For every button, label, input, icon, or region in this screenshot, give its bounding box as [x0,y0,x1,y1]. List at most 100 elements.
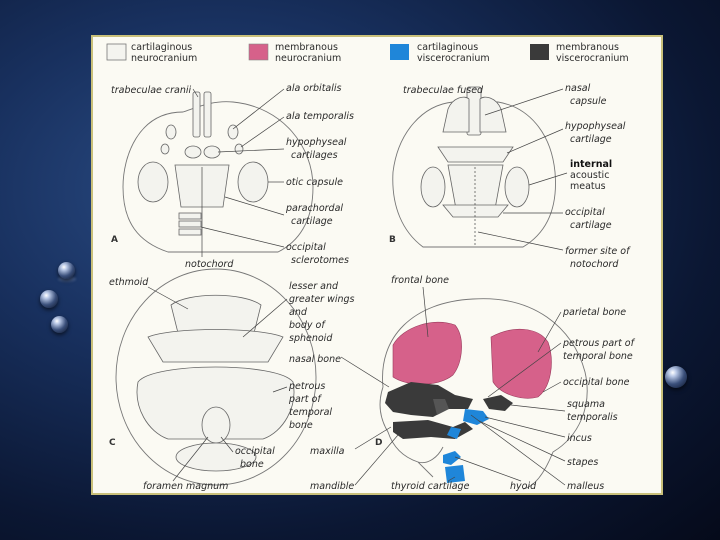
label-petrous-part: petrous part of [562,338,636,349]
label-sphenoid: body of [289,320,326,331]
label-squama-temporalis: temporalis [567,412,618,423]
label-parachordal: cartilage [291,216,333,227]
label-internal-acoustic-meatus: internal [570,159,612,170]
hypophyseal-cartilage [438,147,513,162]
label-foramen-magnum: foramen magnum [143,481,228,492]
label-petrous: bone [289,420,313,431]
legend-swatch-membranous-neurocranium [249,44,268,60]
label-former-notochord: notochord [570,259,619,270]
panel-b: B trabeculae fused nasal capsule hypophy… [389,83,631,270]
leader-line [479,421,565,461]
panel-letter: D [375,438,382,448]
leader-line [507,129,563,153]
label-petrous-part: temporal bone [563,351,633,362]
figure-slide: cartilaginous neurocranium membranous ne… [91,35,663,495]
bullet-orb [665,366,687,388]
squama-temporalis [483,395,513,411]
label-otic-capsule: otic capsule [286,177,343,188]
leader-line [201,227,284,247]
legend: cartilaginous neurocranium membranous ne… [107,42,629,64]
legend-label: cartilaginous [131,42,192,53]
panel-c: C ethmoid lesser and greater wings and b… [109,269,355,492]
label-nasal-capsule: capsule [570,96,607,107]
legend-label: membranous [556,42,619,53]
label-occipital-sclerotomes: occipital [286,242,326,253]
leader-line [455,457,521,481]
label-occipital-sclerotomes: sclerotomes [291,255,349,266]
otic-region [421,167,445,207]
legend-label: cartilaginous [417,42,478,53]
ala-orbitalis [228,125,238,139]
leader-line [529,173,567,185]
occipital-sclerotome [179,213,201,219]
maxilla-membranous [385,382,473,417]
label-petrous: part of [288,394,322,405]
label-hypophyseal: cartilages [291,150,338,161]
label-ethmoid: ethmoid [109,277,149,288]
label-petrous: temporal [289,407,332,418]
leader-line [355,427,391,449]
label-notochord: notochord [185,259,234,270]
basal-plate [448,165,503,209]
legend-label: viscerocranium [556,53,629,64]
label-parachordal: parachordal [285,203,343,214]
leader-line [218,149,284,152]
label-occipital-bone: occipital bone [563,377,630,388]
label-ala-orbitalis: ala orbitalis [286,83,342,94]
label-occipital-bone: occipital [235,446,275,457]
legend-swatch-cartilaginous-viscerocranium [390,44,409,60]
leader-line [241,117,284,147]
label-frontal-bone: frontal bone [391,275,449,286]
label-hyoid: hyoid [510,481,537,492]
label-occipital-cartilage: cartilage [570,220,612,231]
legend-label: neurocranium [275,53,341,64]
trabeculae-cranii [193,92,200,137]
label-nasal-bone: nasal bone [289,354,341,365]
label-hypophyseal-cartilage: hypophyseal [565,121,626,132]
nasal-capsule [443,97,469,132]
sphenoid-wings [148,330,283,363]
label-nasal-capsule: nasal [565,83,591,94]
bullet-orb [40,290,58,308]
label-sphenoid: sphenoid [289,333,333,344]
hypophyseal-cartilages [185,146,201,158]
label-squama-temporalis: squama [567,399,605,410]
ala-temporalis [161,144,169,154]
label-former-notochord: former site of [565,246,631,257]
legend-swatch-membranous-viscerocranium [530,44,549,60]
label-internal-acoustic-meatus: acoustic [570,170,609,181]
label-sphenoid: and [289,307,308,318]
label-sphenoid: lesser and [289,281,339,292]
leader-line [233,89,284,129]
label-occipital-bone: bone [240,459,264,470]
otic-region [505,167,529,207]
ala-orbitalis [166,125,176,139]
legend-label: viscerocranium [417,53,490,64]
label-maxilla: maxilla [310,446,345,457]
label-thyroid-cartilage: thyroid cartilage [391,481,470,492]
trabeculae-cranii [204,92,211,137]
panel-letter: A [111,235,118,245]
legend-label: membranous [275,42,338,53]
label-internal-acoustic-meatus: meatus [570,181,606,192]
panel-letter: C [109,438,116,448]
legend-swatch-cartilaginous-neurocranium [107,44,126,60]
label-incus: incus [567,433,592,444]
hypophyseal-cartilages [204,146,220,158]
legend-label: neurocranium [131,53,197,64]
label-malleus: malleus [567,481,604,492]
panel-letter: B [389,235,396,245]
leader-line [148,287,188,309]
bullet-orb [51,316,68,333]
bullet-orb [58,262,75,279]
panel-a: A trabeculae cranii ala orbitalis ala te… [111,83,354,270]
leader-line [341,357,389,387]
occipital-sclerotome [179,221,201,227]
leader-line [511,405,565,411]
panel-d: D frontal bone parietal bone petrous par… [341,275,636,492]
occipital-cartilage [443,205,508,217]
otic-capsule [138,162,168,202]
label-mandible: mandible [310,481,354,492]
label-trabeculae-cranii: trabeculae cranii [111,85,192,96]
label-petrous: petrous [288,381,325,392]
